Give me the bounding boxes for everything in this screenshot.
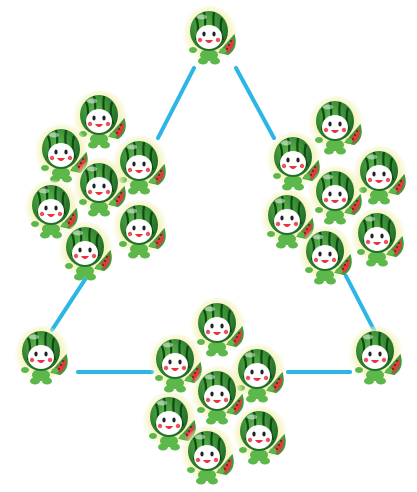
watermelon-mascot-bottom-2 [148,334,204,396]
watermelon-mascot-bottom-4 [190,366,246,428]
watermelon-mascot-right-1 [308,96,364,158]
watermelon-mascot-corner-bottom-left [14,326,70,388]
watermelon-mascot-bottom-7 [180,426,236,488]
line-top-right [234,66,276,140]
watermelon-mascot-bottom-3 [230,344,286,406]
watermelon-mascot-left-7 [58,222,114,284]
watermelon-mascot-right-2 [266,132,322,194]
watermelon-mascot-corner-top [182,6,238,68]
watermelon-mascot-left-1 [72,90,128,152]
triangle-puzzle-figure [14,6,408,486]
line-left-lower [50,276,88,332]
watermelon-mascot-left-4 [72,158,128,220]
watermelon-mascot-right-7 [298,226,354,288]
watermelon-mascot-bottom-6 [232,406,288,468]
watermelon-mascot-bottom-5 [142,392,198,454]
watermelon-mascot-left-2 [34,124,90,186]
watermelon-mascot-right-3 [352,146,408,208]
watermelon-mascot-right-5 [260,190,316,252]
watermelon-mascot-left-6 [112,200,168,262]
watermelon-mascot-right-6 [350,208,406,270]
line-top-left [156,66,196,140]
triangle-lines [50,66,376,374]
watermelon-mascot-corner-bottom-right [348,326,404,388]
watermelon-mascot-bottom-1 [190,298,246,360]
watermelon-mascot-right-4 [308,166,364,228]
line-right-lower [344,274,376,332]
